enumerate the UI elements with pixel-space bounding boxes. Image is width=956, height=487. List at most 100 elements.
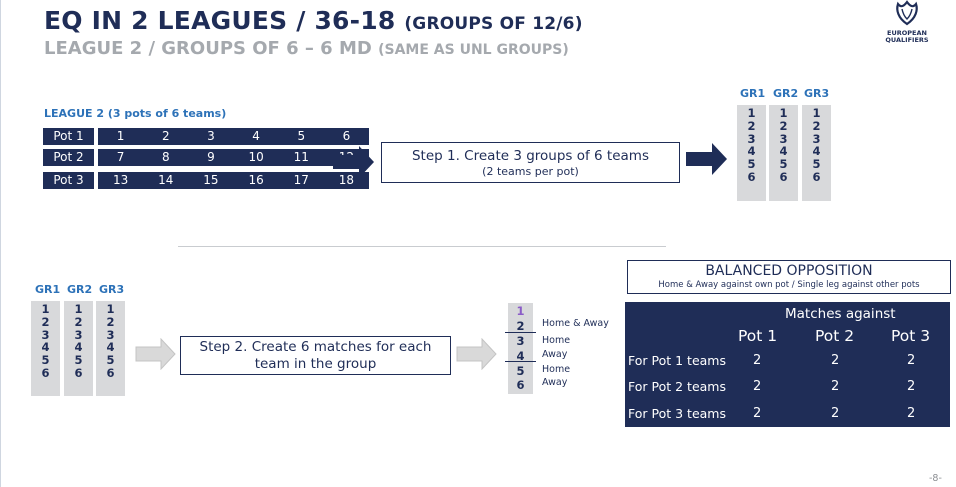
group-slot: 2 [41, 314, 50, 329]
pot-label: Pot 3 [43, 172, 94, 189]
page-edge [0, 0, 1, 487]
balanced-opposition-title: BALANCED OPPOSITION [705, 263, 873, 279]
right-arrow-icon [456, 338, 497, 370]
group-slot: 2 [779, 118, 788, 133]
section-divider [178, 246, 666, 247]
team-number: 14 [158, 173, 174, 187]
balanced-opposition-box: BALANCED OPPOSITION Home & Away against … [627, 260, 951, 294]
right-arrow-icon [333, 146, 374, 178]
league-label: LEAGUE 2 (3 pots of 6 teams) [44, 107, 227, 120]
page-title: EQ IN 2 LEAGUES / 36-18 (GROUPS OF 12/6) [44, 6, 583, 35]
group-slot: 6 [779, 169, 788, 184]
logo-text: EUROPEAN QUALIFIERS [885, 29, 929, 44]
group-slot: 2 [747, 118, 756, 133]
group-slot: 6 [41, 365, 50, 380]
group-slot: 6 [74, 365, 83, 380]
match-slot: 4 [516, 349, 525, 363]
match-slot: 2 [516, 319, 525, 333]
page-title-main: EQ IN 2 LEAGUES / 36-18 [44, 6, 396, 35]
group-slot: 6 [106, 365, 115, 380]
group-slot: 4 [812, 144, 821, 159]
group-header: GR1 [35, 283, 61, 296]
right-arrow-icon [686, 143, 727, 175]
group-column-gr2: 1 2 3 4 5 6 [64, 301, 93, 396]
group-slot: 5 [74, 353, 83, 368]
group-slot: 1 [74, 302, 83, 316]
table-cell: 2 [753, 406, 762, 421]
pot-teams: 7 8 9 10 11 12 [98, 149, 369, 166]
team-number: 9 [207, 150, 215, 164]
group-slot: 5 [41, 353, 50, 368]
table-cell: 2 [831, 353, 840, 368]
group-slot: 3 [74, 327, 83, 342]
team-number: 4 [252, 129, 260, 143]
page-subtitle: LEAGUE 2 / GROUPS OF 6 – 6 MD (SAME AS U… [44, 38, 569, 59]
group-slot: 5 [779, 157, 788, 172]
match-slot: 3 [516, 334, 525, 348]
european-qualifiers-logo: EUROPEAN QUALIFIERS [882, 0, 932, 48]
step1-note: (2 teams per pot) [482, 165, 579, 178]
group-header: GR2 [67, 283, 93, 296]
team-number: 13 [112, 173, 129, 187]
pot-teams: 1 2 3 4 5 6 [98, 128, 369, 145]
group-slot: 2 [812, 118, 821, 133]
table-cell: 2 [907, 379, 916, 394]
match-type-label: Home [542, 364, 571, 375]
column-header: Pot 3 [891, 327, 931, 345]
team-number: 2 [161, 129, 170, 143]
match-type-label: Home [542, 335, 571, 346]
team-number: 1 [116, 129, 125, 143]
row-label: For Pot 3 teams [628, 406, 726, 421]
group-slot: 1 [106, 302, 115, 316]
trophy-icon [896, 0, 918, 26]
match-type-label: Away [542, 349, 568, 360]
group-slot: 1 [779, 106, 788, 120]
page-subtitle-main: LEAGUE 2 / GROUPS OF 6 – 6 MD [44, 38, 372, 59]
team-number: 7 [116, 150, 125, 164]
team-number: 3 [207, 129, 215, 143]
team-number: 8 [161, 150, 170, 164]
group-header: GR3 [99, 283, 125, 296]
match-pair-line [505, 361, 536, 362]
table-cell: 2 [753, 353, 762, 368]
group-slot: 3 [106, 327, 115, 342]
table-cell: 2 [831, 379, 840, 394]
step1-box: Step 1. Create 3 groups of 6 teams (2 te… [381, 142, 680, 183]
table-cell: 2 [753, 379, 762, 394]
group-slot: 3 [779, 131, 788, 146]
match-pair-line [505, 332, 536, 333]
team-number: 10 [248, 150, 264, 164]
pot-label: Pot 1 [43, 128, 94, 145]
table-cell: 2 [907, 353, 916, 368]
pot-label: Pot 2 [43, 149, 94, 166]
match-slot: 6 [516, 378, 525, 392]
team-number: 11 [293, 150, 309, 164]
group-slot: 3 [747, 131, 756, 146]
row-label: For Pot 1 teams [628, 353, 726, 368]
group-column-gr3: 1 2 3 4 5 6 [802, 105, 831, 201]
pot-teams: 13 14 15 16 17 18 [98, 172, 369, 189]
table-header: Matches against [785, 306, 896, 322]
group-slot: 3 [41, 327, 50, 342]
group-slot: 5 [812, 157, 821, 172]
page-number: -8- [929, 473, 942, 484]
group-column-gr1: 1 2 3 4 5 6 [737, 105, 766, 201]
group-column-gr3: 1 2 3 4 5 6 [96, 301, 125, 396]
group-slot: 2 [106, 314, 115, 329]
column-header: Pot 1 [738, 327, 778, 345]
group-slot: 4 [747, 144, 756, 159]
team-number: 18 [338, 173, 355, 187]
team-number: 5 [297, 129, 306, 143]
group-slot: 6 [747, 169, 756, 184]
page-subtitle-paren: (SAME AS UNL GROUPS) [378, 42, 569, 58]
team-number: 17 [293, 173, 309, 187]
group-slot: 2 [74, 314, 83, 329]
balanced-opposition-subtitle: Home & Away against own pot / Single leg… [658, 280, 920, 290]
page-title-paren: (GROUPS OF 12/6) [404, 14, 583, 34]
group-slot: 1 [747, 106, 756, 120]
group-slot: 4 [779, 144, 788, 159]
column-header: Pot 2 [815, 327, 855, 345]
group-slot: 3 [812, 131, 821, 146]
group-header: GR2 [773, 87, 799, 100]
step1-title: Step 1. Create 3 groups of 6 teams [411, 148, 649, 164]
